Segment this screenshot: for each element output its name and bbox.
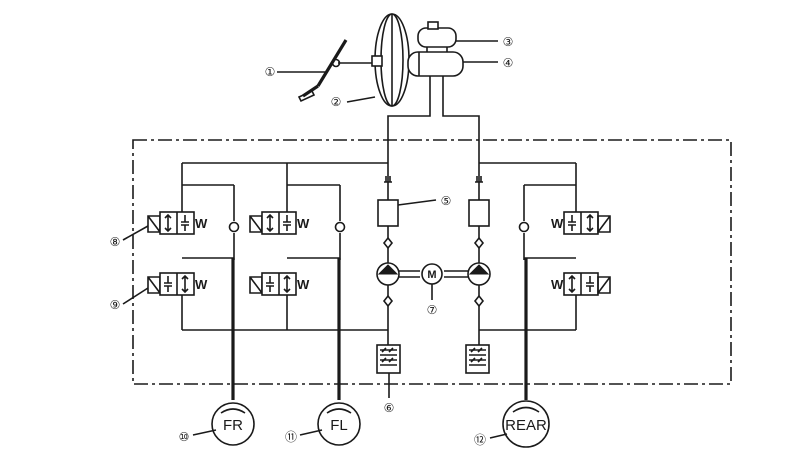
callout-7: ⑦ <box>427 303 438 317</box>
callout-6: ⑥ <box>384 401 395 415</box>
outlet-valve-fr: W <box>147 272 208 296</box>
outlet-valve-fl: W <box>249 272 310 296</box>
damping-chambers <box>377 176 490 227</box>
callout-12: ⑫ <box>474 433 486 447</box>
master-brake-lines <box>387 76 480 200</box>
callout-1: ① <box>265 65 276 79</box>
wheel-fl: FL <box>317 402 361 446</box>
callout-8: ⑧ <box>110 235 121 249</box>
callout-9: ⑨ <box>110 298 121 312</box>
check-valves <box>228 221 530 233</box>
callout-leaders <box>122 40 508 439</box>
motor-label: M <box>427 269 436 281</box>
callout-4: ④ <box>503 56 514 70</box>
right-supply-lines <box>479 162 577 400</box>
pump-circuit <box>382 226 485 345</box>
valve-w-label: W <box>297 277 310 292</box>
pump-motor: M <box>421 263 443 285</box>
inlet-valve-rear: W <box>551 211 611 235</box>
brake-booster <box>371 13 410 107</box>
reservoir-right <box>465 344 490 374</box>
valve-w-label: W <box>551 277 564 292</box>
fluid-reservoir <box>417 21 457 52</box>
inlet-valve-fl: W <box>249 211 310 235</box>
wheel-rear: REAR <box>502 400 550 448</box>
pump-left <box>376 262 400 286</box>
callout-10: ⑩ <box>179 430 190 444</box>
callout-3: ③ <box>503 35 514 49</box>
callout-11: ⑪ <box>285 430 297 444</box>
wheel-fl-label: FL <box>330 417 348 434</box>
outlet-valve-rear: W <box>551 272 611 296</box>
callout-5: ⑤ <box>441 194 452 208</box>
wheel-fr: FR <box>211 402 255 446</box>
valve-w-label: W <box>551 216 564 231</box>
valve-w-label: W <box>195 216 208 231</box>
master-cylinder <box>407 51 464 77</box>
valve-w-label: W <box>195 277 208 292</box>
pump-right <box>467 262 491 286</box>
callout-2: ② <box>331 95 342 109</box>
reservoir-left <box>376 344 401 374</box>
wheel-fr-label: FR <box>223 417 243 434</box>
inlet-valve-fr: W <box>147 211 208 235</box>
abs-unit-outline <box>132 139 732 385</box>
wheel-rear-label: REAR <box>505 417 547 434</box>
brake-pedal <box>297 39 378 103</box>
left-supply-lines <box>181 162 388 400</box>
valve-w-label: W <box>297 216 310 231</box>
